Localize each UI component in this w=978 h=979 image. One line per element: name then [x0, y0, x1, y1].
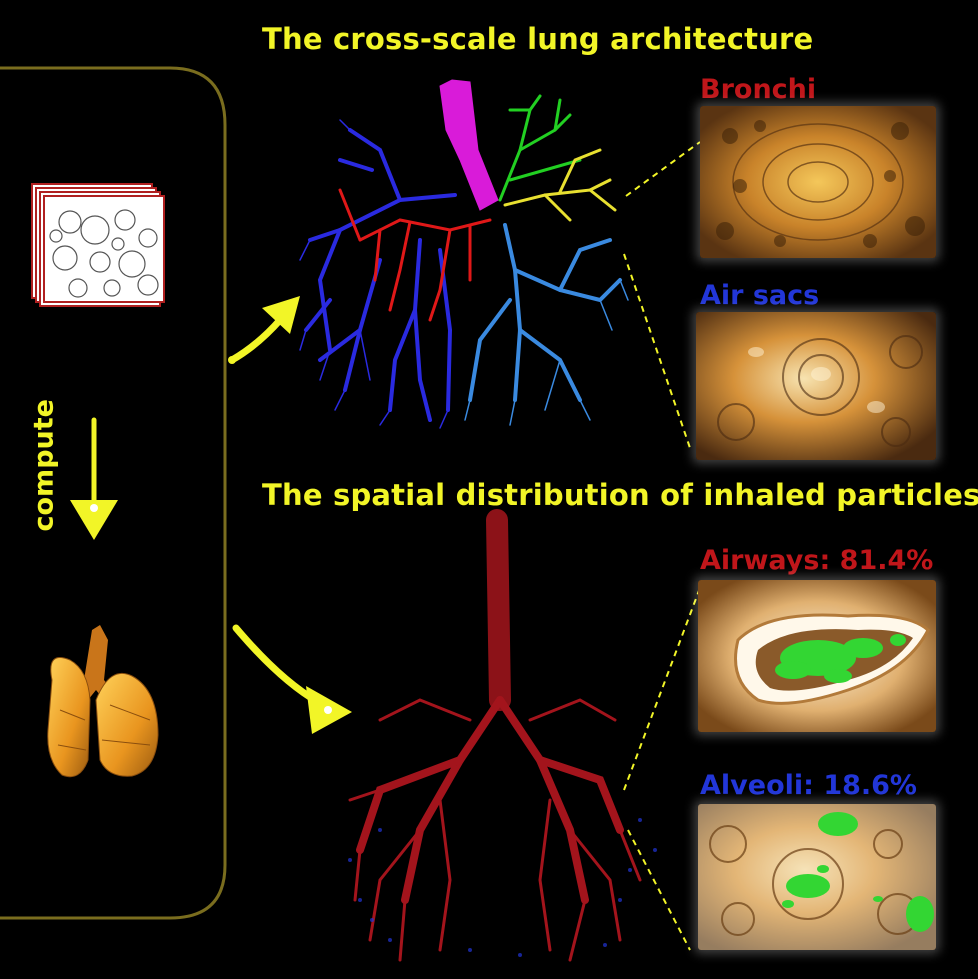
arrow-to-architecture	[228, 296, 300, 364]
alveoli-particle-image	[698, 804, 936, 950]
particle-distribution-model	[348, 509, 657, 962]
lung-mesh-icon	[47, 625, 159, 778]
alveoli-label: Alveoli: 18.6%	[700, 770, 917, 801]
compute-down-arrow	[70, 417, 118, 540]
airway-tree-model	[299, 79, 629, 429]
ct-stack-icon	[31, 183, 165, 307]
lower-callout-lines	[623, 587, 701, 951]
bronchi-surface-image	[700, 106, 936, 258]
upper-callout-lines	[623, 141, 701, 449]
air-sacs-panel	[696, 312, 936, 460]
compute-label: compute	[28, 399, 60, 532]
distribution-title: The spatial distribution of inhaled part…	[262, 478, 978, 512]
air-sacs-label: Air sacs	[700, 280, 820, 311]
airways-panel	[698, 580, 936, 732]
arrow-to-distribution	[232, 624, 352, 734]
airways-particle-image	[698, 580, 936, 732]
alveoli-panel	[698, 804, 936, 950]
architecture-title: The cross-scale lung architecture	[262, 22, 814, 56]
bronchi-label: Bronchi	[700, 74, 817, 105]
air-sacs-surface-image	[696, 312, 936, 460]
left-frame	[0, 66, 227, 920]
airways-label: Airways: 81.4%	[700, 545, 934, 576]
bronchi-panel	[700, 106, 936, 258]
